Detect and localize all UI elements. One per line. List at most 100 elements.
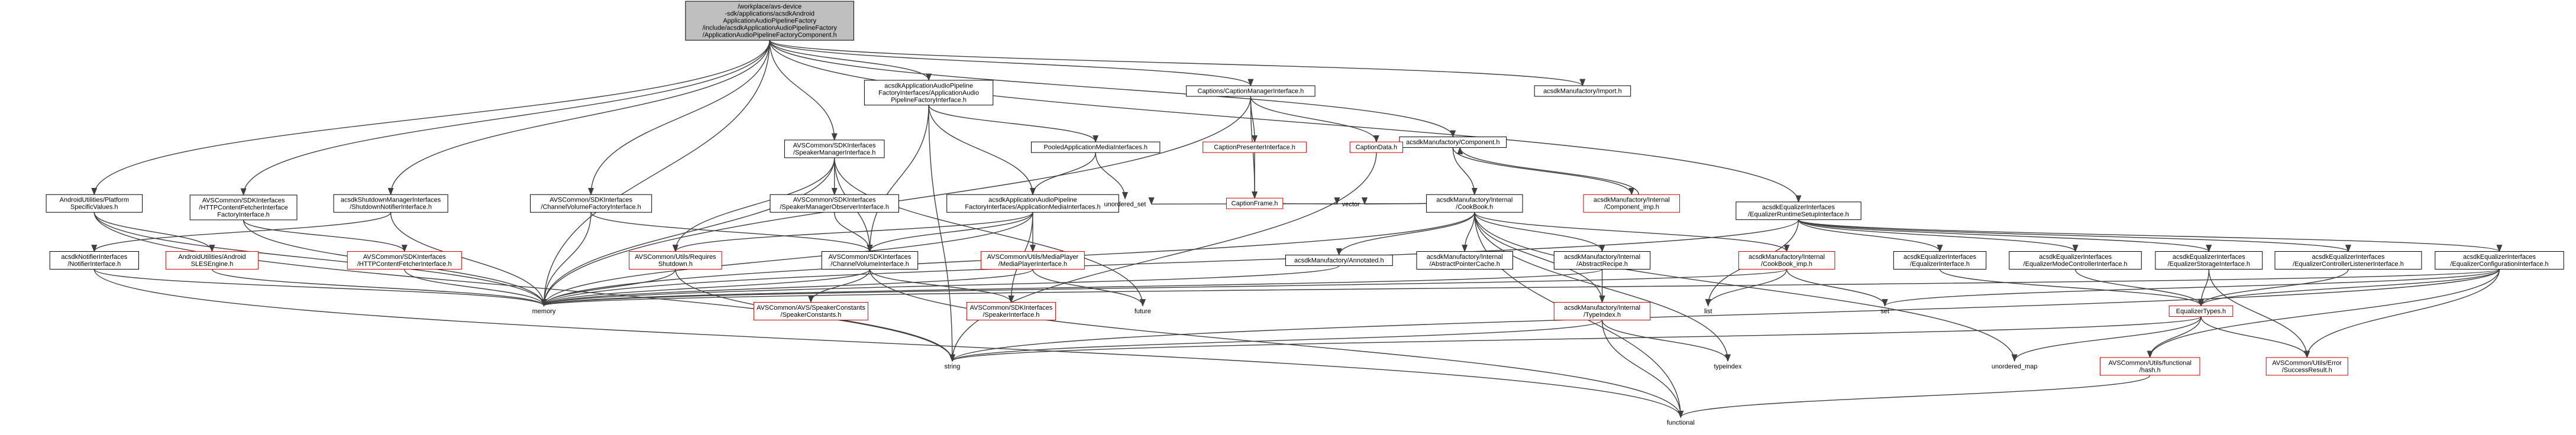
edge-eq-runtime-to-memory xyxy=(541,219,1799,307)
node-box xyxy=(2265,357,2348,376)
edge-root-to-speaker-mgr xyxy=(769,40,838,141)
node-label-line: memory xyxy=(532,308,556,315)
node-annotated[interactable]: acsdkManufactory/Annotated.h xyxy=(1285,255,1393,266)
node-label-line: acsdkApplicationAudioPipeline xyxy=(988,197,1077,204)
node-eq-runtime[interactable]: acsdkEqualizerInterfaces/EqualizerRuntim… xyxy=(1735,202,1861,220)
node-label-line: acsdkApplicationAudioPipeline xyxy=(884,82,973,89)
node-caption-presenter[interactable]: CaptionPresenterInterface.h xyxy=(1203,141,1307,153)
edge-eq-storage-to-success-result xyxy=(2208,269,2310,359)
node-media-player[interactable]: AVSCommon/Utils/MediaPlayer/MediaPlayerI… xyxy=(981,251,1085,270)
edge-eq-runtime-to-eq-listener xyxy=(1798,219,2351,252)
node-box xyxy=(49,251,139,270)
node-abstract-recipe[interactable]: acsdkManufactory/Internal/AbstractRecipe… xyxy=(1553,251,1651,270)
node-label-line: vector xyxy=(1342,201,1360,208)
node-eq-mode[interactable]: acsdkEqualizerInterfaces/EqualizerModeCo… xyxy=(2009,251,2142,270)
node-cookbook-imp[interactable]: acsdkManufactory/Internal/CookBook_imp.h xyxy=(1738,251,1835,270)
node-box xyxy=(1893,251,1987,270)
node-speaker-mgr[interactable]: AVSCommon/SDKInterfaces/SpeakerManagerIn… xyxy=(784,139,885,158)
node-label-line: acsdkManufactory/Component.h xyxy=(1406,139,1499,146)
node-shutdown-mgr[interactable]: acsdkShutdownManagerInterfaces/ShutdownN… xyxy=(333,194,448,213)
node-label-line: /CookBook.h xyxy=(1456,204,1493,211)
node-box xyxy=(864,80,994,106)
node-component[interactable]: acsdkManufactory/Component.h xyxy=(1399,137,1507,148)
node-box xyxy=(753,302,868,320)
node-app-media[interactable]: acsdkApplicationAudioPipelineFactoryInte… xyxy=(946,194,1119,213)
edge-eq-interface-to-eq-types xyxy=(1939,269,2204,307)
node-success-result[interactable]: AVSCommon/Utils/Error/SuccessResult.h xyxy=(2265,357,2348,376)
edge-media-player-to-memory xyxy=(541,268,1033,307)
node-root[interactable]: /workplace/avs-device-sdk/applications/a… xyxy=(685,1,854,41)
node-type-index[interactable]: acsdkManufactory/Internal/TypeIndex.h xyxy=(1553,302,1651,320)
node-speaker-observer[interactable]: AVSCommon/SDKInterfaces/SpeakerManagerOb… xyxy=(770,194,899,213)
node-box xyxy=(629,251,722,270)
node-http-factory[interactable]: AVSCommon/SDKInterfaces/HTTPContentFetch… xyxy=(189,194,298,220)
edge-app-media-to-channel-volume xyxy=(867,212,1033,252)
node-platform[interactable]: AndroidUtilities/PlatformSpecificValues.… xyxy=(46,194,143,213)
node-caption-frame[interactable]: CaptionFrame.h xyxy=(1226,197,1284,209)
node-memory: memory xyxy=(532,308,556,315)
node-eq-storage[interactable]: acsdkEqualizerInterfaces/EqualizerStorag… xyxy=(2155,251,2263,270)
node-label-line: /CookBook_imp.h xyxy=(1761,261,1812,268)
node-box xyxy=(2168,306,2234,317)
node-label-line: /SpeakerManagerObserverInterface.h xyxy=(780,204,889,211)
node-cookbook[interactable]: acsdkManufactory/Internal/CookBook.h xyxy=(1426,194,1523,213)
node-label-line: /workplace/avs-device xyxy=(738,4,801,11)
node-label-line: /SpeakerManagerInterface.h xyxy=(793,149,875,156)
node-unordered-set: unordered_set xyxy=(1104,201,1146,208)
node-box xyxy=(1553,302,1651,320)
node-pipeline[interactable]: acsdkApplicationAudioPipelineFactoryInte… xyxy=(864,80,994,106)
node-caption-data[interactable]: CaptionData.h xyxy=(1349,141,1403,153)
node-label-line: AVSCommon/SDKInterfaces xyxy=(202,197,285,204)
node-label-line: /EqualizerRuntimeSetupInterface.h xyxy=(1748,211,1849,218)
node-abstract-pointer-cache[interactable]: acsdkManufactory/Internal/AbstractPointe… xyxy=(1416,251,1513,270)
node-label-line: /NotifierInterface.h xyxy=(67,261,121,268)
edge-eq-runtime-to-eq-interface xyxy=(1798,219,1943,252)
node-pooled[interactable]: PooledApplicationMediaInterfaces.h xyxy=(1031,141,1161,153)
edge-app-media-to-memory xyxy=(541,212,1033,307)
node-box xyxy=(1735,202,1861,220)
node-box xyxy=(821,251,919,270)
edge-component-imp-to-component xyxy=(1457,147,1640,195)
edge-pooled-to-app-media xyxy=(1029,152,1096,196)
node-eq-types[interactable]: EqualizerTypes.h xyxy=(2168,306,2234,317)
node-component-imp[interactable]: acsdkManufactory/Internal/Component_imp.… xyxy=(1583,194,1680,213)
node-box xyxy=(770,194,899,213)
node-label-line: acsdkManufactory/Import.h xyxy=(1543,88,1622,95)
node-channel-factory[interactable]: AVSCommon/SDKInterfaces/ChannelVolumeFac… xyxy=(530,194,652,213)
node-label-line: PipelineFactoryInterface.h xyxy=(891,96,967,103)
node-import[interactable]: acsdkManufactory/Import.h xyxy=(1534,85,1631,97)
node-eq-interface[interactable]: acsdkEqualizerInterfaces/EqualizerInterf… xyxy=(1893,251,1987,270)
node-speaker-constants[interactable]: AVSCommon/AVS/SpeakerConstants/SpeakerCo… xyxy=(753,302,868,320)
node-label-line: /EqualizerControllerListenerInterface.h xyxy=(2293,261,2404,268)
node-box xyxy=(1416,251,1513,270)
edge-channel-factory-to-memory xyxy=(541,212,592,307)
node-box xyxy=(1583,194,1680,213)
edge-eq-config-to-memory xyxy=(541,268,2500,307)
node-label-line: /Component_imp.h xyxy=(1604,204,1659,211)
node-box xyxy=(981,251,1085,270)
node-channel-volume[interactable]: AVSCommon/SDKInterfaces/ChannelVolumeInt… xyxy=(821,251,919,270)
node-eq-listener[interactable]: acsdkEqualizerInterfaces/EqualizerContro… xyxy=(2274,251,2422,270)
node-label-line: /HTTPContentFetcherInterface xyxy=(199,204,287,212)
edge-speaker-mgr-to-memory xyxy=(541,157,835,307)
edge-speaker-mgr-to-future xyxy=(834,157,1146,307)
edge-eq-runtime-to-eq-mode xyxy=(1798,219,2079,252)
edge-platform-to-string xyxy=(93,212,955,362)
node-label-line: unordered_set xyxy=(1104,201,1146,208)
edge-root-to-memory xyxy=(541,40,770,307)
edge-type-index-to-functional xyxy=(1601,320,1684,418)
node-speaker-interface[interactable]: AVSCommon/SDKInterfaces/SpeakerInterface… xyxy=(966,302,1056,320)
node-http-fetcher[interactable]: AVSCommon/SDKInterfaces/HTTPContentFetch… xyxy=(347,251,462,270)
node-functional-hash[interactable]: AVSCommon/Utils/functional/hash.h xyxy=(2099,357,2200,376)
node-label-line: acsdkManufactory/Internal xyxy=(1564,254,1640,261)
node-notifier[interactable]: acsdkNotifierInterfaces/NotifierInterfac… xyxy=(49,251,139,270)
edge-notifier-to-functional xyxy=(93,269,1684,418)
edge-eq-listener-to-eq-types xyxy=(2198,269,2349,307)
edge-cookbook-to-annotated xyxy=(1336,212,1475,256)
node-label-line: SLESEngine.h xyxy=(191,261,234,268)
node-caption-manager[interactable]: Captions/CaptionManagerInterface.h xyxy=(1186,85,1316,97)
node-eq-config[interactable]: acsdkEqualizerInterfaces/EqualizerConfig… xyxy=(2435,251,2564,270)
